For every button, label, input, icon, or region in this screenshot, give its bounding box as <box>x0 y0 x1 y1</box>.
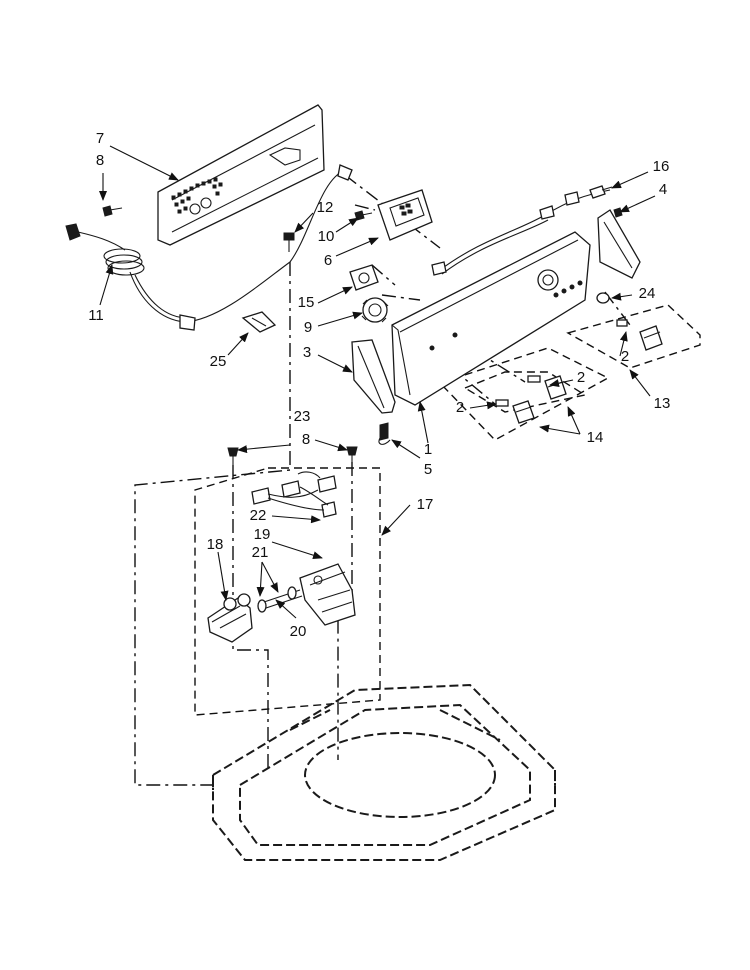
rear-panel <box>157 104 325 246</box>
end-cap-left <box>351 339 396 414</box>
callout-11: 11 <box>88 307 104 324</box>
wire-clip <box>241 311 277 333</box>
callout-13: 13 <box>654 395 671 412</box>
callout-4: 4 <box>659 181 667 198</box>
callout-2: 2 <box>577 369 585 386</box>
clip-5 <box>378 422 391 445</box>
knob-right <box>616 319 663 351</box>
water-valve <box>207 593 253 643</box>
callout-25: 25 <box>210 353 227 370</box>
callout-8: 8 <box>302 431 310 448</box>
callout-20: 20 <box>290 623 307 640</box>
group-outlines <box>194 304 701 716</box>
callout-23: 23 <box>294 408 311 425</box>
callout-10: 10 <box>318 228 335 245</box>
screw-8-lower <box>227 447 239 465</box>
callout-2: 2 <box>621 348 629 365</box>
power-cord <box>65 164 353 331</box>
end-cap-right <box>597 207 641 279</box>
callout-21: 21 <box>252 544 269 561</box>
bushing-24 <box>596 292 610 304</box>
dispenser-housing <box>299 563 356 626</box>
callout-19: 19 <box>254 526 271 543</box>
knob-middle <box>527 375 567 400</box>
leader-arrows <box>99 145 656 619</box>
callout-1: 1 <box>424 441 432 458</box>
vent-holes <box>171 177 223 214</box>
wire-harness-upper <box>431 189 611 276</box>
callout-9: 9 <box>304 319 312 336</box>
callout-2: 2 <box>456 399 464 416</box>
cabinet-top-base <box>212 683 556 861</box>
callout-7: 7 <box>96 130 104 147</box>
screw-12 <box>283 232 295 252</box>
callout-labels: 7 8 11 12 10 6 16 4 15 9 24 25 3 2 2 2 1… <box>88 130 670 640</box>
callout-15: 15 <box>298 294 315 311</box>
screw-23 <box>346 446 358 464</box>
callout-24: 24 <box>639 285 656 302</box>
callout-17: 17 <box>417 496 434 513</box>
connector-16 <box>589 185 613 199</box>
selector-switch <box>361 297 389 323</box>
console-panel <box>391 231 591 406</box>
control-board <box>377 189 433 241</box>
callout-12: 12 <box>317 199 334 216</box>
callout-22: 22 <box>250 507 267 524</box>
wire-harness-lower <box>251 471 337 518</box>
pressure-switch <box>349 264 379 291</box>
callout-8: 8 <box>96 152 104 169</box>
callout-14: 14 <box>587 429 604 446</box>
screw-8-top <box>102 205 123 217</box>
knob-left <box>495 399 535 424</box>
callout-5: 5 <box>424 461 432 478</box>
callout-18: 18 <box>207 536 224 553</box>
callout-6: 6 <box>324 252 332 269</box>
callout-3: 3 <box>303 344 311 361</box>
inlet-tube <box>257 586 303 613</box>
callout-16: 16 <box>653 158 670 175</box>
